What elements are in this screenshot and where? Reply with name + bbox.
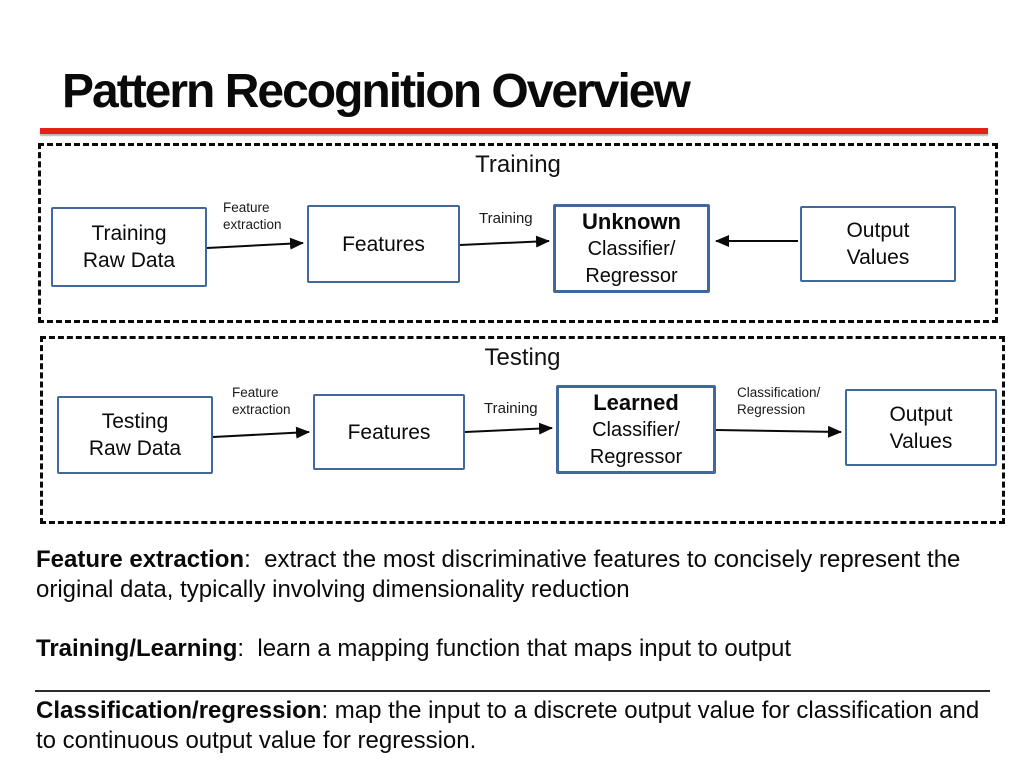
- training-features-box: Features: [307, 205, 460, 283]
- training-classifier-line1: Unknown: [582, 208, 681, 234]
- testing-panel-label: Testing: [484, 344, 561, 371]
- testing-classifier-line1: Learned: [593, 389, 679, 415]
- definition-classification-regression-text: map the input to a discrete output value…: [36, 697, 986, 754]
- page-title: Pattern Recognition Overview: [62, 65, 691, 118]
- definition-training-learning: Training/Learning: learn a mapping funct…: [36, 635, 792, 662]
- training-feature-extraction-label: Feature extraction: [223, 200, 282, 232]
- testing-raw-data-box: Testing Raw Data: [57, 396, 213, 474]
- divider-line: [35, 690, 990, 692]
- definition-training-learning-term: Training/Learning: [36, 635, 238, 662]
- training-classifier-line3: Regressor: [585, 264, 678, 287]
- training-classifier-box: Unknown Classifier/ Regressor: [553, 204, 710, 293]
- testing-raw-data-line2: Raw Data: [88, 437, 182, 460]
- testing-features-box: Features: [313, 394, 465, 470]
- definition-training-learning-text: learn a mapping function that maps input…: [257, 635, 792, 662]
- testing-feature-extraction-label: Feature extraction: [232, 385, 291, 417]
- training-raw-data-box: Training Raw Data: [51, 207, 207, 287]
- testing-classifier-line3: Regressor: [589, 445, 683, 468]
- testing-classifier-line2: Classifier/: [592, 418, 680, 441]
- definition-feature-extraction-text: extract the most discriminative features…: [36, 546, 968, 603]
- training-raw-data-line1: Training: [91, 222, 167, 245]
- training-arrow-label: Training: [479, 210, 533, 227]
- testing-panel: Testing Testing Raw Data Feature extract…: [40, 336, 1005, 524]
- testing-training-arrow-label: Training: [484, 400, 538, 417]
- definition-classification-regression-term: Classification/regression: [36, 697, 322, 724]
- training-panel: Training Training Raw Data Feature extra…: [38, 143, 998, 323]
- testing-classifier-box: Learned Classifier/ Regressor: [556, 385, 716, 474]
- testing-classification-regression-label: Classification/ Regression: [737, 385, 821, 417]
- definition-classification-regression: Classification/regression: map the input…: [36, 697, 986, 754]
- definition-feature-extraction-term: Feature extraction: [36, 546, 245, 573]
- training-panel-label: Training: [475, 151, 561, 178]
- title-underline: [40, 128, 988, 134]
- training-raw-data-line2: Raw Data: [82, 249, 176, 272]
- definition-feature-extraction: Feature extraction: extract the most dis…: [36, 546, 968, 603]
- testing-output-values-box: Output Values: [845, 389, 997, 466]
- training-classifier-line2: Classifier/: [587, 237, 676, 260]
- testing-raw-data-line1: Testing: [101, 410, 169, 433]
- training-output-values-box: Output Values: [800, 206, 956, 282]
